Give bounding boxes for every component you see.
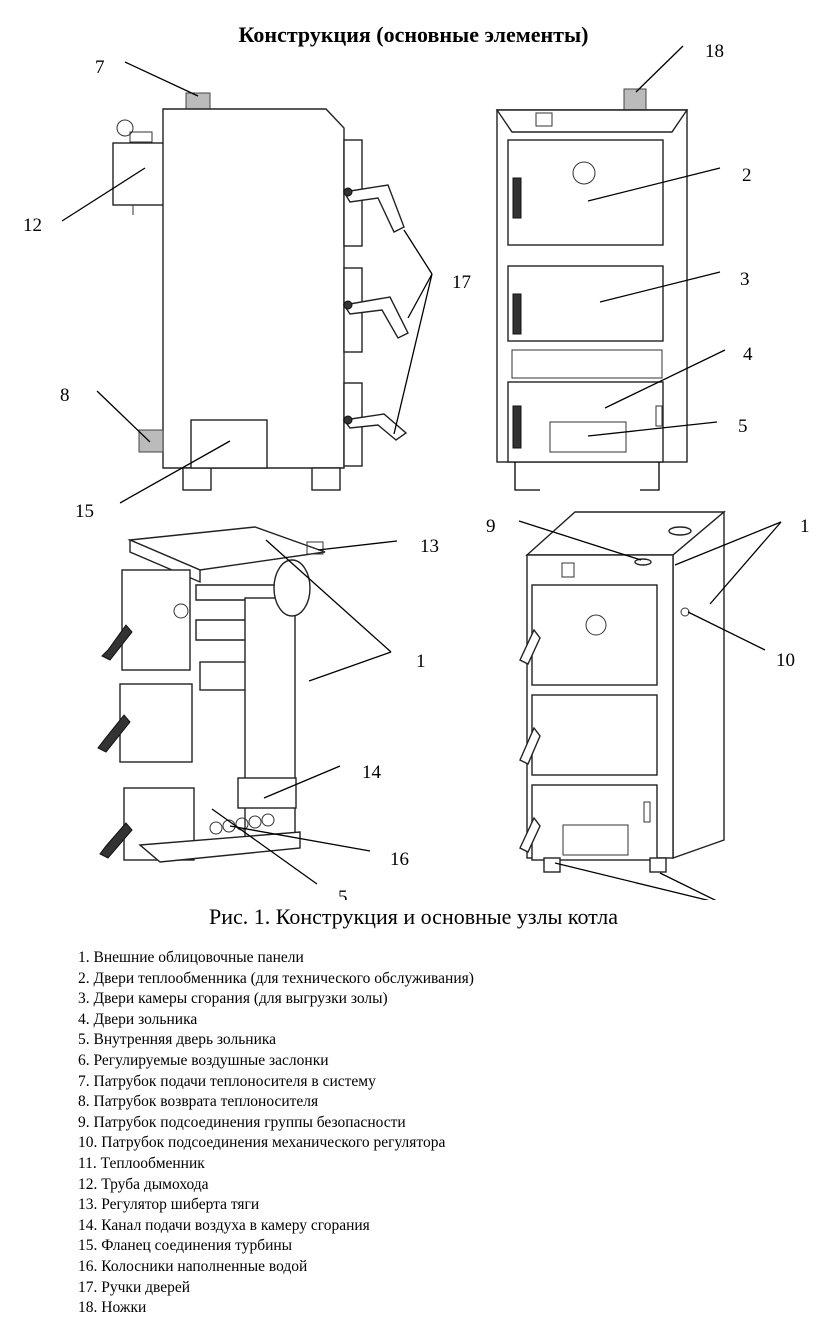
callout-16: 16 <box>390 849 409 870</box>
callout-8: 8 <box>60 385 70 406</box>
callout-9: 9 <box>486 516 496 537</box>
boiler-diagram: 7 18 12 2 17 3 4 8 5 15 9 1 13 1 10 14 1… <box>23 41 810 900</box>
legend-item: 11. Теплообменник <box>78 1154 205 1172</box>
legend-item: 7. Патрубок подачи теплоносителя в систе… <box>78 1072 376 1090</box>
legend-item: 6. Регулируемые воздушные заслонки <box>78 1051 329 1069</box>
legend-item: 10. Патрубок подсоединения механического… <box>78 1134 446 1152</box>
callout-5-cutaway: 5 <box>338 887 348 900</box>
legend-item: 13. Регулятор шиберта тяги <box>78 1196 260 1214</box>
callout-13: 13 <box>420 536 439 557</box>
legend-item: 18. Ножки <box>78 1299 147 1317</box>
legend-item: 14. Канал подачи воздуха в камеру сгоран… <box>78 1216 370 1234</box>
front-view <box>495 88 689 491</box>
page-title: Конструкция (основные элементы) <box>238 22 589 47</box>
callout-5-front: 5 <box>738 416 748 437</box>
callout-3: 3 <box>740 269 750 290</box>
legend-item: 16. Колосники наполненные водой <box>78 1257 308 1275</box>
callout-14: 14 <box>362 762 382 783</box>
callout-17: 17 <box>452 272 471 293</box>
legend-item: 3. Двери камеры сгорания (для выгрузки з… <box>78 990 388 1008</box>
callout-15: 15 <box>75 501 94 522</box>
callout-10: 10 <box>776 650 795 671</box>
perspective-view <box>519 510 726 873</box>
legend-item: 15. Фланец соединения турбины <box>78 1237 293 1255</box>
callout-1-right: 1 <box>800 516 810 537</box>
legend-item: 9. Патрубок подсоединения группы безопас… <box>78 1113 406 1131</box>
figure-caption: Рис. 1. Конструкция и основные узлы котл… <box>209 904 618 929</box>
side-view <box>112 92 409 491</box>
leader-lines <box>61 45 782 900</box>
callout-18-top: 18 <box>705 41 724 62</box>
callout-1-cutaway: 1 <box>416 651 426 672</box>
legend-list: 1. Внешние облицовочные панели 2. Двери … <box>78 948 474 1319</box>
legend-item: 5. Внутренняя дверь зольника <box>78 1031 277 1049</box>
callout-4: 4 <box>743 344 753 365</box>
cutaway-view <box>97 526 326 863</box>
legend-item: 4. Двери зольника <box>78 1010 198 1028</box>
legend-item: 8. Патрубок возврата теплоносителя <box>78 1093 319 1111</box>
callout-2: 2 <box>742 165 752 186</box>
legend-item: 12. Труба дымохода <box>78 1175 209 1193</box>
callout-12: 12 <box>23 215 42 236</box>
legend-item: 1. Внешние облицовочные панели <box>78 949 304 966</box>
callout-7: 7 <box>95 57 105 78</box>
legend-item: 17. Ручки дверей <box>78 1278 191 1296</box>
legend-item: 2. Двери теплообменника (для техническог… <box>78 969 474 987</box>
